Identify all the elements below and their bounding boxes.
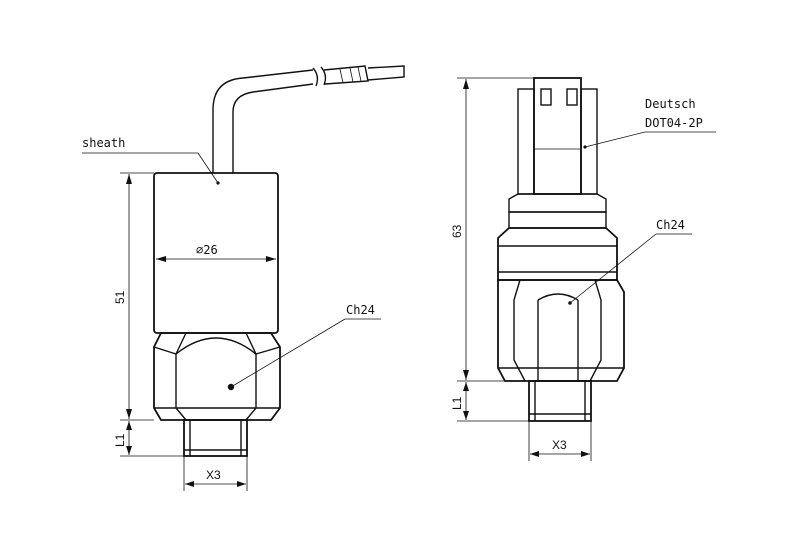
connector-label-2: DOT04-2P bbox=[645, 116, 703, 130]
l1-label-left: L1 bbox=[113, 433, 127, 447]
hex-nut bbox=[153, 332, 281, 421]
x3-label-right: X3 bbox=[552, 438, 567, 452]
hex-callout-right: Ch24 bbox=[569, 218, 692, 304]
sensor-body-right bbox=[497, 227, 618, 281]
diameter-dimension: ∅26 bbox=[156, 243, 276, 262]
sheath-label: sheath bbox=[82, 136, 125, 150]
sheath-callout: sheath bbox=[82, 136, 220, 185]
hex-callout: Ch24 bbox=[230, 303, 381, 388]
x3-dimension-right: X3 bbox=[528, 421, 592, 461]
l1-dimension-right: L1 bbox=[450, 382, 529, 422]
connector-label-1: Deutsch bbox=[645, 97, 696, 111]
height-dimension: 51 bbox=[113, 172, 154, 421]
right-sensor: Deutsch DOT04-2P Ch24 63 L1 bbox=[450, 77, 716, 461]
thread bbox=[183, 419, 248, 457]
deutsch-connector bbox=[517, 77, 598, 195]
x3-label-left: X3 bbox=[206, 468, 221, 482]
cable bbox=[212, 65, 405, 173]
hex-nut-right bbox=[497, 279, 625, 382]
hex-label-left: Ch24 bbox=[346, 303, 375, 317]
left-sensor: sheath ∅26 Ch24 51 bbox=[82, 65, 405, 491]
hex-label-right: Ch24 bbox=[656, 218, 685, 232]
height-label-left: 51 bbox=[113, 290, 127, 304]
diameter-label: ∅26 bbox=[196, 243, 218, 257]
connector-callout: Deutsch DOT04-2P bbox=[583, 97, 716, 149]
l1-dimension: L1 bbox=[113, 421, 184, 457]
height-label-right: 63 bbox=[450, 224, 464, 238]
l1-label-right: L1 bbox=[450, 396, 464, 410]
collars bbox=[508, 193, 607, 229]
thread-right bbox=[528, 380, 592, 422]
x3-dimension: X3 bbox=[183, 456, 248, 491]
height-dimension-right: 63 bbox=[450, 77, 534, 382]
